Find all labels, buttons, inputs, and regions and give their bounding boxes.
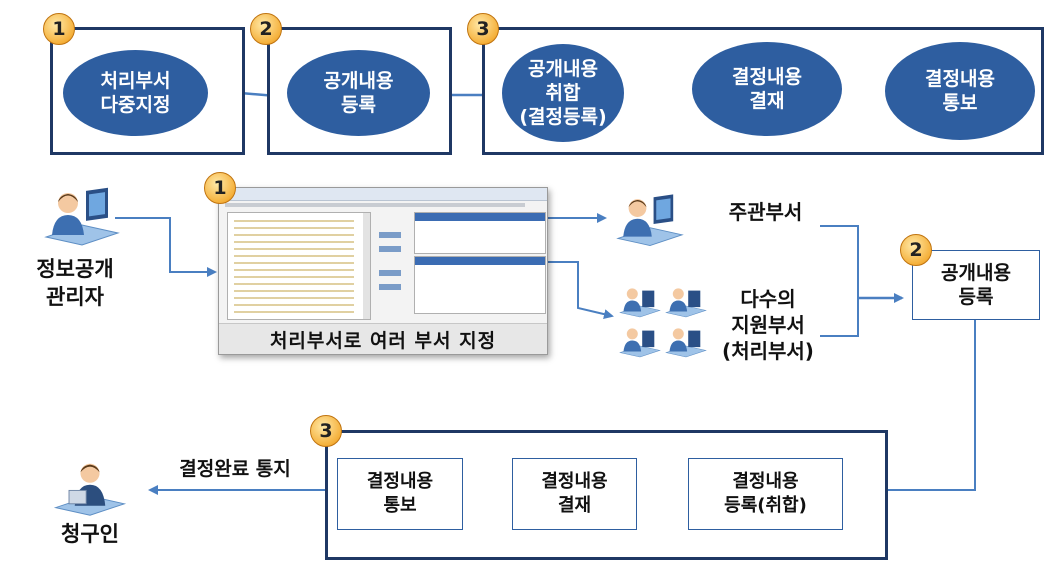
- screenshot-badge: 1: [204, 172, 236, 204]
- arrow-screen-to-support-dept: [548, 261, 614, 320]
- arrow-admin-to-screen: [115, 217, 217, 277]
- node-decision-notify: 결정내용 통보: [885, 42, 1035, 140]
- arrow-register-to-collect: [844, 320, 976, 495]
- node-multi-dept-assign: 처리부서 다중지정: [63, 50, 208, 136]
- node-decision-approve: 결정내용 결재: [692, 42, 842, 136]
- screenshot-main-list: [414, 212, 546, 254]
- screenshot-address-bar: [219, 188, 547, 201]
- node-disclosure-register: 공개내용 등록: [287, 50, 430, 136]
- register-box: 공개내용 등록: [912, 250, 1040, 320]
- stage-1-badge: 1: [43, 13, 75, 45]
- register-badge: 2: [900, 234, 932, 266]
- screenshot-caption: 처리부서로 여러 부서 지정: [219, 323, 547, 354]
- support-dept-label: 다수의 지원부서 (처리부서): [722, 287, 814, 363]
- stage-2-badge: 2: [250, 13, 282, 45]
- main-dept-user-icon: [616, 194, 684, 247]
- dept-select-screenshot: 처리부서로 여러 부서 지정: [218, 187, 548, 355]
- screenshot-hint-line: [225, 203, 525, 207]
- requester-label: 청구인: [61, 522, 119, 546]
- node-disclosure-collect: 공개내용 취합 (결정등록): [502, 44, 624, 142]
- completion-notice-label: 결정완료 통지: [179, 458, 291, 480]
- stage-3-badge: 3: [467, 13, 499, 45]
- admin-user-icon: [44, 187, 120, 246]
- screenshot-tree-panel: [227, 212, 371, 320]
- decision-notify-box: 결정내용 통보: [337, 458, 463, 530]
- screenshot-support-list: [414, 256, 546, 314]
- support-dept-users-icon: [619, 288, 707, 358]
- main-dept-label: 주관부서: [728, 200, 803, 224]
- line-main-to-register: [820, 225, 859, 298]
- decision-collect-box: 결정내용 등록(취합): [688, 458, 843, 530]
- decision-approve-box: 결정내용 결재: [512, 458, 637, 530]
- admin-label: 정보공개 관리자: [36, 257, 114, 309]
- screenshot-add-buttons: [379, 232, 401, 290]
- requester-user-icon: [53, 463, 127, 516]
- stage-3-bottom-badge: 3: [310, 415, 342, 447]
- line-support-to-register: [820, 298, 859, 337]
